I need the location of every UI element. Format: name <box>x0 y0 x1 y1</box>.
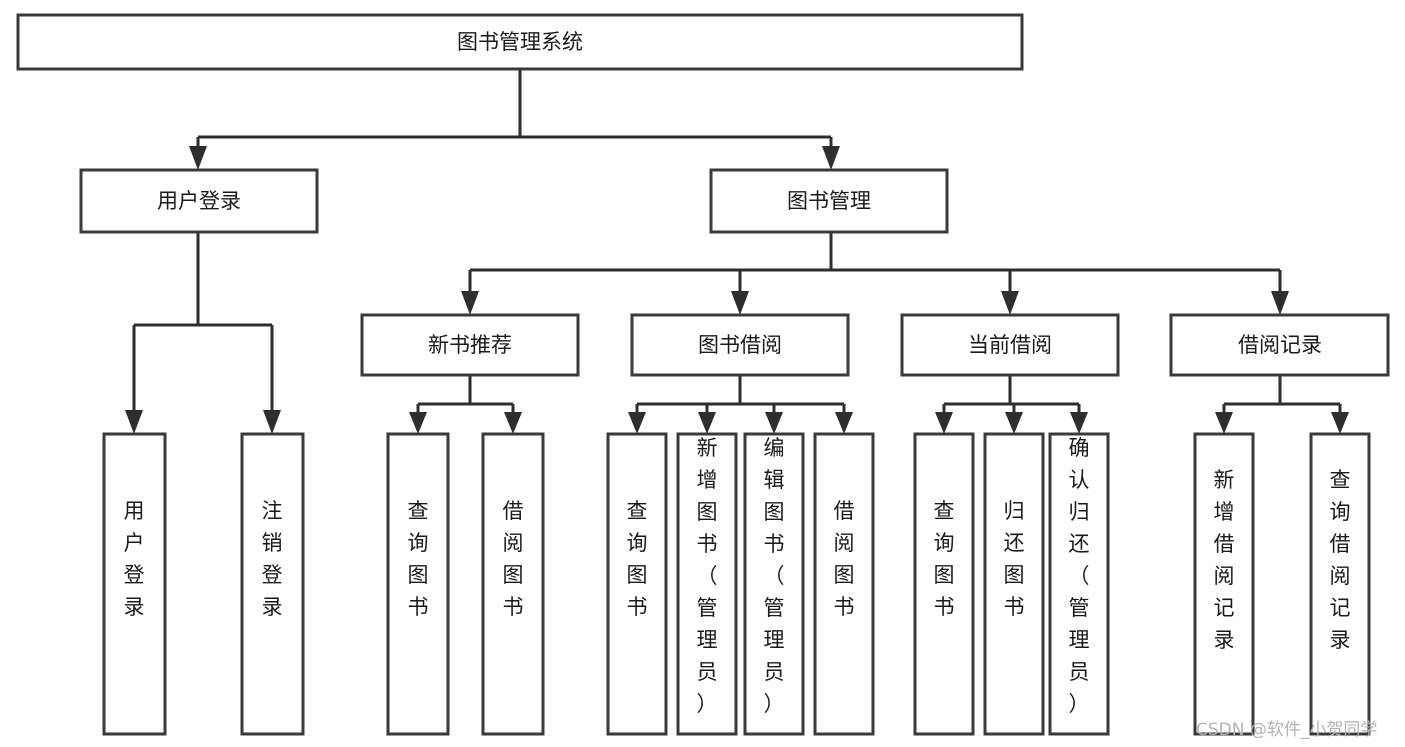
leaf-query-book-borrow-box[interactable] <box>606 432 668 736</box>
node-borrow-record-box[interactable] <box>1169 313 1390 377</box>
node-current-borrow-label: 当前借阅 <box>968 333 1052 357</box>
leaf-add-book-label: 新增图书（管理员） <box>697 436 718 716</box>
connector-layer <box>125 69 1349 434</box>
csdn-watermark: CSDN @软件_小贺同学 <box>1196 720 1377 740</box>
node-root-box[interactable] <box>16 13 1024 71</box>
leaf-user-login-label: 用户登录 <box>124 499 145 619</box>
leaf-query-book-current-label: 查询图书 <box>934 499 955 619</box>
node-book-borrow[interactable]: 图书借阅 <box>630 313 850 377</box>
arrow-icon-leaf-query-borrow-record <box>1331 412 1349 434</box>
arrow-icon-book-borrow <box>731 291 749 315</box>
node-book-management-box[interactable] <box>709 168 949 234</box>
leaf-add-borrow-record[interactable]: 新增借阅记录 <box>1193 432 1255 736</box>
node-book-management-label: 图书管理 <box>787 189 871 213</box>
leaf-edit-book[interactable]: 编辑图书（管理员） <box>743 432 805 736</box>
leaf-add-book-box[interactable] <box>676 432 738 736</box>
leaf-borrow-book-recommend-box[interactable] <box>481 432 545 736</box>
node-root-label: 图书管理系统 <box>457 30 583 54</box>
leaf-return-book[interactable]: 归还图书 <box>983 432 1045 736</box>
leaf-user-login[interactable]: 用户登录 <box>102 432 167 736</box>
leaf-edit-book-box[interactable] <box>743 432 805 736</box>
arrow-icon-user-login <box>189 146 207 170</box>
leaf-confirm-return[interactable]: 确认归还（管理员） <box>1048 432 1110 736</box>
leaf-add-borrow-record-label: 新增借阅记录 <box>1214 468 1235 652</box>
node-current-borrow[interactable]: 当前借阅 <box>900 313 1120 377</box>
leaf-query-book-recommend[interactable]: 查询图书 <box>386 432 450 736</box>
leaf-query-book-current[interactable]: 查询图书 <box>913 432 975 736</box>
leaf-borrow-book-recommend[interactable]: 借阅图书 <box>481 432 545 736</box>
leaf-logout-box[interactable] <box>240 432 305 736</box>
leaf-return-book-box[interactable] <box>983 432 1045 736</box>
leaf-confirm-return-label: 确认归还（管理员） <box>1069 436 1090 716</box>
arrow-icon-leaf-return-book <box>1005 412 1023 434</box>
leaf-query-book-recommend-box[interactable] <box>386 432 450 736</box>
node-user-login[interactable]: 用户登录 <box>79 168 319 234</box>
leaf-borrow-book-recommend-label: 借阅图书 <box>503 499 524 619</box>
arrow-icon-leaf-logout <box>263 410 281 434</box>
arrow-icon-leaf-edit-book <box>765 412 783 434</box>
leaf-query-book-recommend-label: 查询图书 <box>408 499 429 619</box>
node-borrow-record-label: 借阅记录 <box>1238 333 1322 357</box>
arrow-icon-leaf-user-login <box>125 410 143 434</box>
leaf-logout[interactable]: 注销登录 <box>240 432 305 736</box>
arrow-icon-book-management <box>822 146 840 170</box>
leaf-return-book-label: 归还图书 <box>1004 499 1025 619</box>
node-root[interactable]: 图书管理系统 <box>16 13 1024 71</box>
node-book-borrow-box[interactable] <box>630 313 850 377</box>
leaf-query-book-current-box[interactable] <box>913 432 975 736</box>
leaf-user-login-box[interactable] <box>102 432 167 736</box>
leaf-confirm-return-box[interactable] <box>1048 432 1110 736</box>
leaf-add-borrow-record-box[interactable] <box>1193 432 1255 736</box>
leaf-query-borrow-record-label: 查询借阅记录 <box>1330 468 1351 652</box>
leaf-borrow-book-box[interactable] <box>813 432 875 736</box>
arrow-icon-leaf-query-book-current <box>935 412 953 434</box>
node-user-login-box[interactable] <box>79 168 319 234</box>
arrow-icon-leaf-add-borrow-record <box>1215 412 1233 434</box>
leaf-borrow-book-label: 借阅图书 <box>834 499 855 619</box>
leaf-add-book[interactable]: 新增图书（管理员） <box>676 432 738 736</box>
arrow-icon-borrow-record <box>1271 291 1289 315</box>
leaf-query-borrow-record[interactable]: 查询借阅记录 <box>1309 432 1371 736</box>
arrow-icon-leaf-borrow-book-recommend <box>504 412 522 434</box>
node-book-management[interactable]: 图书管理 <box>709 168 949 234</box>
node-borrow-record[interactable]: 借阅记录 <box>1169 313 1390 377</box>
arrow-icon-leaf-add-book <box>698 412 716 434</box>
leaf-query-book-borrow-label: 查询图书 <box>627 499 648 619</box>
arrow-icon-leaf-borrow-book <box>835 412 853 434</box>
leaf-borrow-book[interactable]: 借阅图书 <box>813 432 875 736</box>
node-book-borrow-label: 图书借阅 <box>698 333 782 357</box>
arrow-icon-current-borrow <box>1001 291 1019 315</box>
node-new-book-recommend-label: 新书推荐 <box>428 333 512 357</box>
arrow-icon-leaf-query-book-borrow <box>628 412 646 434</box>
leaf-query-book-borrow[interactable]: 查询图书 <box>606 432 668 736</box>
leaf-logout-label: 注销登录 <box>262 499 283 619</box>
arrow-icon-new-book-recommend <box>461 291 479 315</box>
node-user-login-label: 用户登录 <box>157 189 241 213</box>
leaf-query-borrow-record-box[interactable] <box>1309 432 1371 736</box>
node-new-book-recommend-box[interactable] <box>360 313 580 377</box>
leaf-edit-book-label: 编辑图书（管理员） <box>764 436 785 716</box>
arrow-icon-leaf-query-book-recommend <box>409 412 427 434</box>
node-current-borrow-box[interactable] <box>900 313 1120 377</box>
node-new-book-recommend[interactable]: 新书推荐 <box>360 313 580 377</box>
leaf-node-group: 用户登录 注销登录 查询图书 借阅图书 查询图书 新增图书（管理员） <box>102 432 1371 736</box>
arrow-icon-leaf-confirm-return <box>1070 412 1088 434</box>
